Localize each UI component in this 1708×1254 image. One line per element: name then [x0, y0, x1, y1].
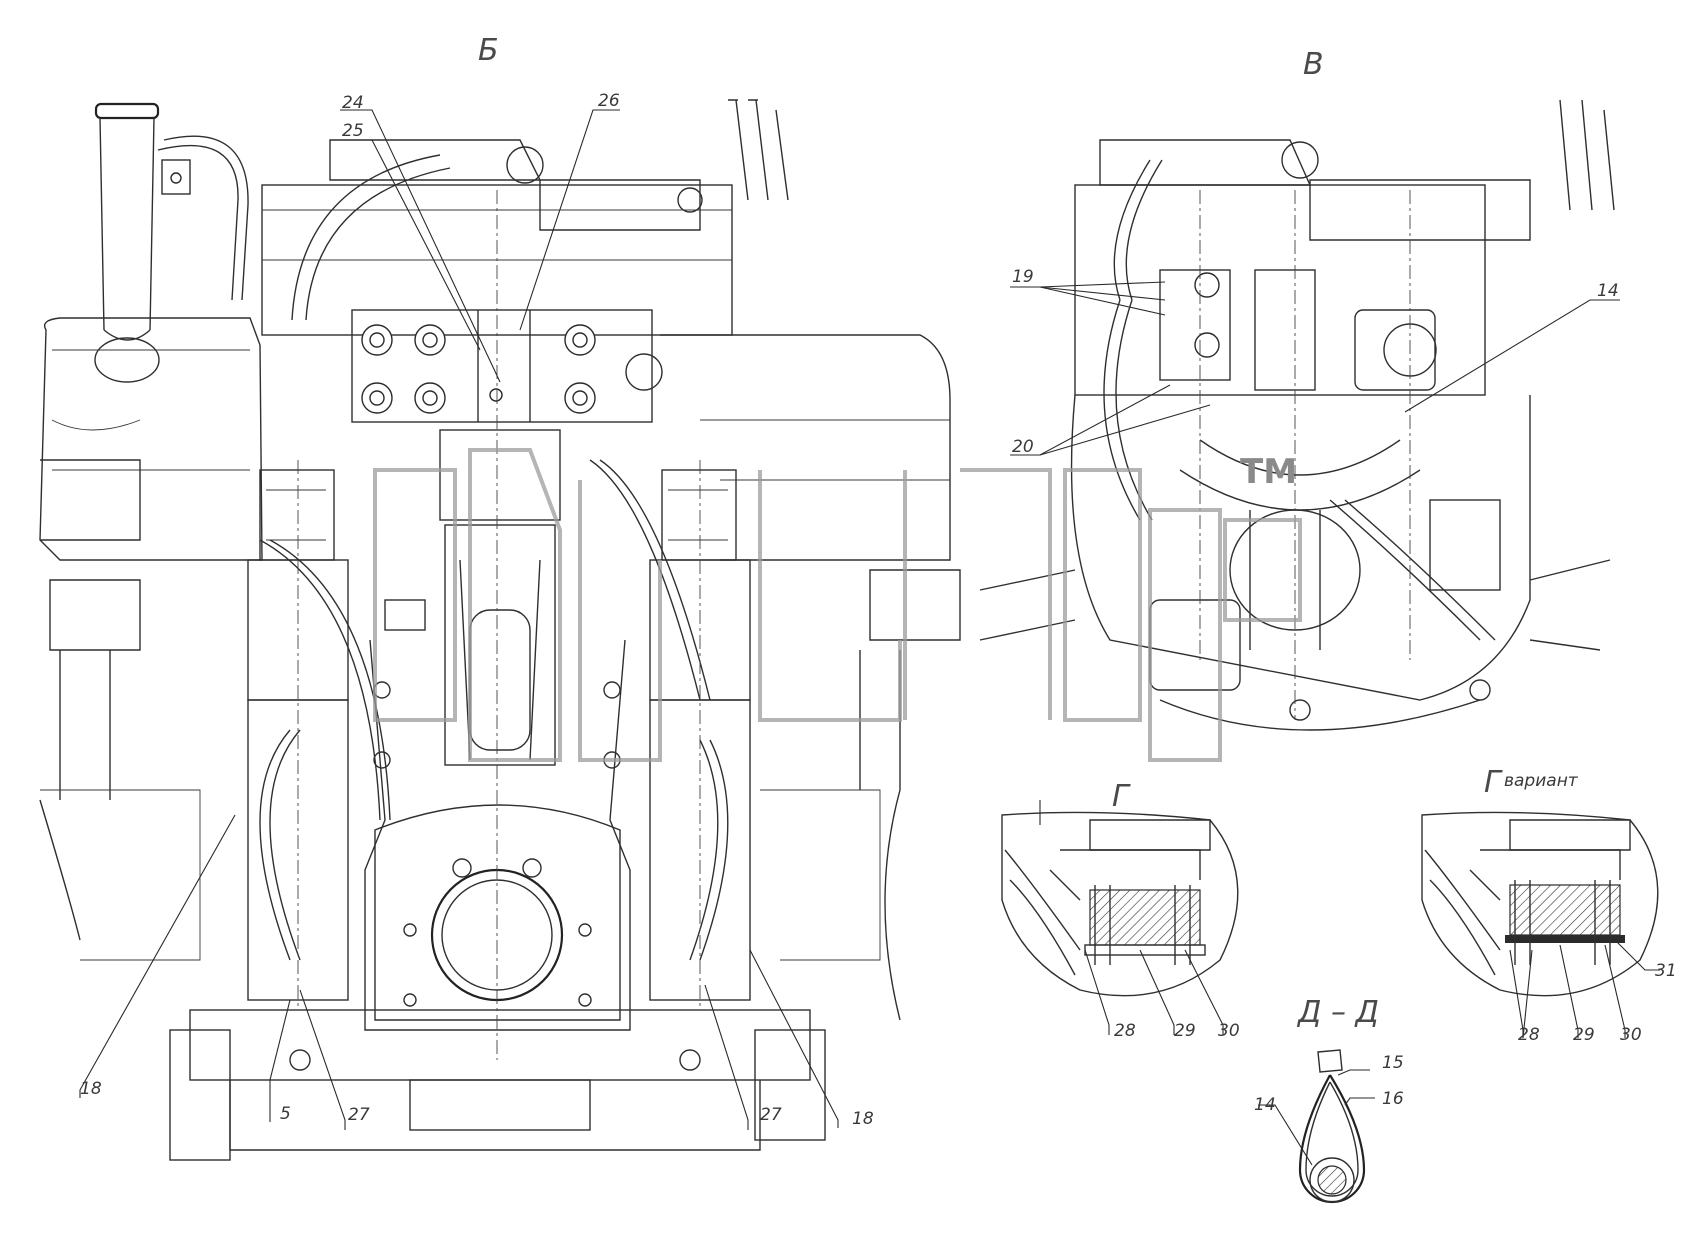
callout-5: 5	[280, 1104, 291, 1124]
callout-20: 20	[1012, 437, 1034, 457]
callout-16-section-d: 16	[1382, 1089, 1404, 1109]
view-g-variant-drawing	[1421, 811, 1659, 997]
callout-19: 19	[1012, 267, 1034, 287]
callout-31-g-variant: 31	[1655, 961, 1677, 981]
callouts: 24 25 26 19 14 20 18 5 27 27 18 28 29 30…	[80, 91, 1677, 1129]
callout-25: 25	[342, 121, 364, 141]
view-v-drawing	[979, 99, 1615, 731]
callout-14-section-d: 14	[1254, 1095, 1276, 1115]
callout-30-g-variant: 30	[1620, 1025, 1642, 1045]
callout-24: 24	[342, 93, 364, 113]
callout-15-section-d: 15	[1382, 1053, 1404, 1073]
callout-18-right: 18	[852, 1109, 874, 1129]
callout-29-g: 29	[1174, 1021, 1196, 1041]
view-label-v: В	[1303, 47, 1324, 82]
callout-18-left: 18	[80, 1079, 102, 1099]
view-label-g: Г	[1112, 779, 1131, 814]
watermark-text: TM	[1240, 452, 1297, 492]
callout-30-g: 30	[1218, 1021, 1240, 1041]
callout-27-left: 27	[348, 1105, 370, 1125]
callout-26: 26	[598, 91, 620, 111]
view-label-g-variant-letter: Г	[1484, 765, 1503, 800]
view-g-drawing	[1001, 811, 1239, 997]
callout-28-g-variant: 28	[1518, 1025, 1540, 1045]
section-label-d: Д – Д	[1296, 995, 1379, 1030]
leader-lines	[79, 109, 1660, 1166]
section-d-drawing	[1298, 1049, 1366, 1204]
callout-29-g-variant: 29	[1573, 1025, 1595, 1045]
view-label-b: Б	[478, 33, 499, 68]
watermark: TM	[373, 448, 1302, 762]
callout-28-g: 28	[1114, 1021, 1136, 1041]
view-b-drawing	[39, 99, 961, 1161]
view-label-g-variant-word: вариант	[1504, 771, 1579, 791]
callout-27-right: 27	[760, 1105, 782, 1125]
distributor-bolts	[361, 324, 663, 414]
callout-14-view-v: 14	[1597, 281, 1619, 301]
